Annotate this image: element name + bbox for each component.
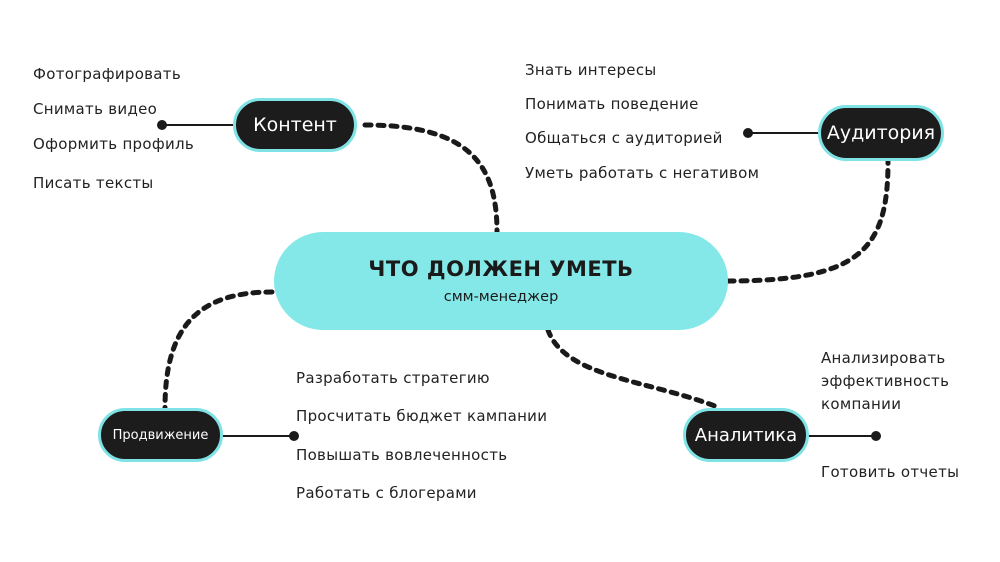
connector-audience (725, 159, 891, 284)
analytics-item-line: компании (821, 395, 902, 413)
node-analytics: Аналитика (683, 408, 809, 462)
node-promotion: Продвижение (98, 408, 223, 462)
center-title: ЧТО ДОЛЖЕН УМЕТЬ (368, 257, 634, 281)
audience-item: Уметь работать с негативом (525, 164, 760, 182)
promotion-item: Повышать вовлеченность (296, 446, 508, 464)
leader-promotion-dot (289, 431, 299, 441)
promotion-item: Просчитать бюджет кампании (296, 407, 548, 425)
promotion-item: Разработать стратегию (296, 369, 490, 387)
leader-content-dot (157, 120, 167, 130)
content-item: Писать тексты (33, 174, 154, 192)
node-content: Контент (233, 98, 357, 152)
connector-analytics (545, 327, 723, 411)
connector-promotion (162, 289, 275, 411)
node-audience-label: Аудитория (826, 122, 936, 144)
leader-analytics-dot (871, 431, 881, 441)
center-node: ЧТО ДОЛЖЕН УМЕТЬ смм-менеджер (274, 232, 728, 330)
node-content-label: Контент (253, 114, 337, 136)
leader-audience-dot (743, 128, 753, 138)
node-promotion-label: Продвижение (112, 427, 209, 443)
audience-item: Понимать поведение (525, 95, 699, 113)
analytics-item-line: эффективность (821, 372, 950, 390)
content-item: Оформить профиль (33, 135, 195, 153)
center-subtitle: смм-менеджер (443, 289, 559, 305)
audience-item: Знать интересы (525, 61, 657, 79)
node-audience: Аудитория (818, 105, 944, 161)
analytics-item-multiline: Анализировать эффективность компании (821, 347, 949, 416)
analytics-item: Готовить отчеты (821, 463, 960, 481)
content-item: Фотографировать (33, 65, 181, 83)
analytics-item-line: Анализировать (821, 349, 946, 367)
content-item: Снимать видео (33, 100, 158, 118)
audience-item: Общаться с аудиторией (525, 129, 723, 147)
promotion-item: Работать с блогерами (296, 484, 477, 502)
node-analytics-label: Аналитика (694, 424, 798, 446)
connector-content (362, 122, 500, 235)
